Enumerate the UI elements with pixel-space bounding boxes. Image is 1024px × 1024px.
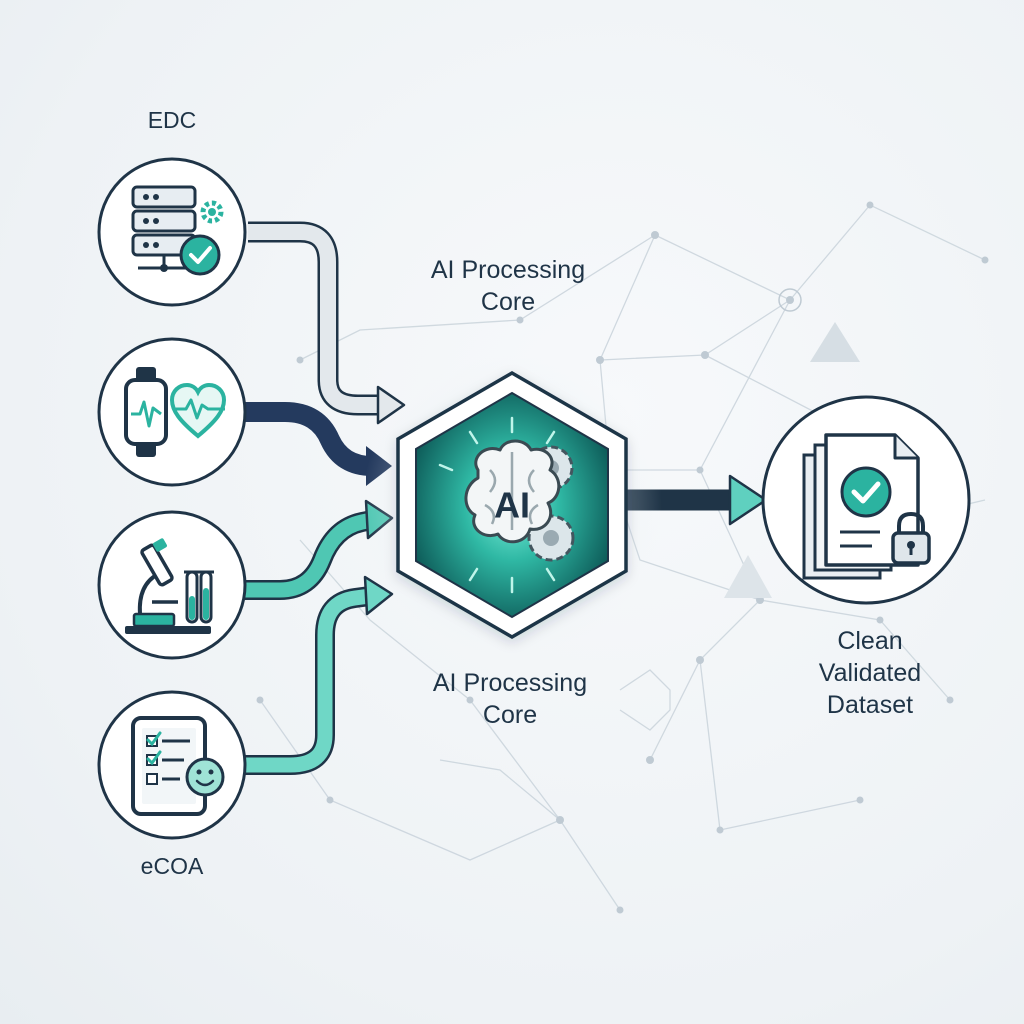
ai-badge: AI bbox=[494, 485, 530, 526]
source-label-edc: EDC bbox=[147, 107, 197, 133]
target-node bbox=[778, 288, 802, 312]
source-wearable-node[interactable] bbox=[97, 337, 247, 487]
output-label: Clean Validated Dataset bbox=[818, 627, 922, 719]
deco-triangle bbox=[810, 322, 860, 362]
source-lab-node[interactable] bbox=[97, 510, 247, 660]
microscope-test-tubes-icon bbox=[125, 538, 214, 634]
source-edc-node[interactable] bbox=[97, 157, 247, 307]
flow-ecoa bbox=[245, 575, 394, 775]
output-dataset-node[interactable] bbox=[761, 395, 971, 605]
core-label-bottom: AI Processing Core bbox=[432, 669, 588, 729]
brain-gears-icon: AI bbox=[438, 416, 575, 594]
ai-core-node[interactable]: AI bbox=[362, 355, 662, 655]
source-label-ecoa: eCOA bbox=[140, 853, 204, 879]
smartwatch-heart-icon bbox=[124, 367, 227, 457]
core-label-top: AI Processing Core bbox=[430, 256, 586, 316]
tablet-checklist-icon bbox=[131, 716, 225, 816]
database-server-icon bbox=[131, 185, 224, 276]
flow-edc bbox=[248, 221, 406, 425]
deco-triangle bbox=[724, 555, 772, 598]
validated-documents-lock-icon bbox=[802, 433, 931, 580]
source-ecoa-node[interactable] bbox=[97, 690, 247, 840]
